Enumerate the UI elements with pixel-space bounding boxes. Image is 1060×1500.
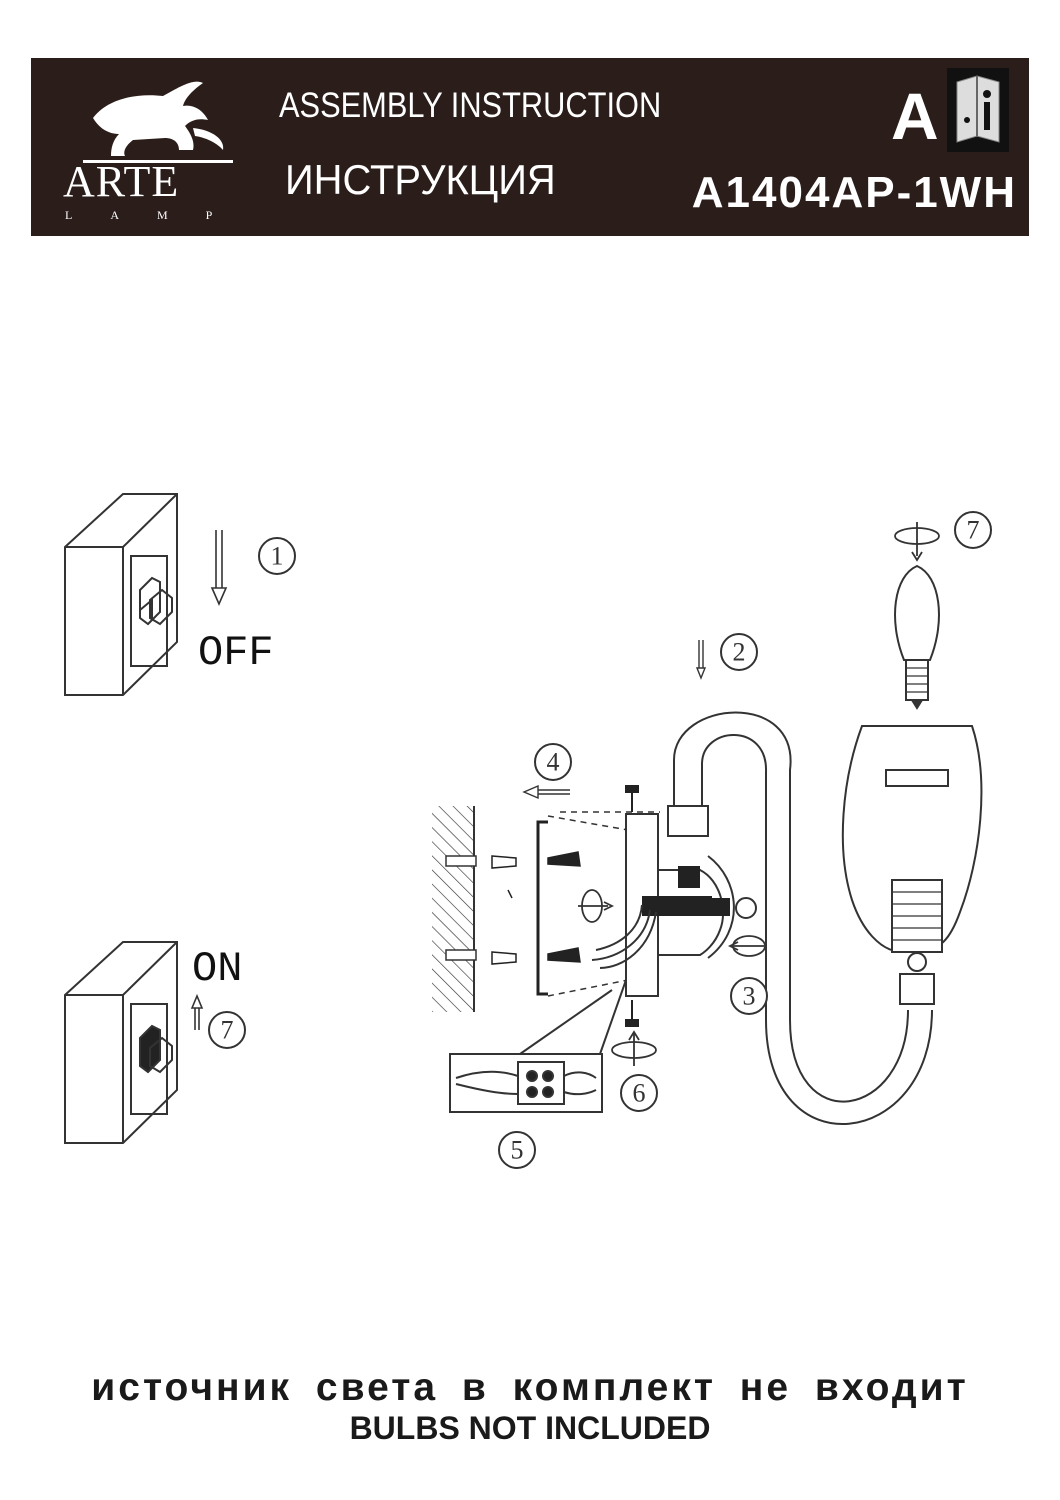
category-letter: A [891,79,939,153]
info-book-icon [947,68,1009,152]
title-english: ASSEMBLY INSTRUCTION [279,86,662,125]
wire-connectors [591,866,757,969]
arrow-left-icon [522,784,570,800]
title-russian: ИНСТРУКЦИЯ [285,156,556,203]
step-4-number: 4 [547,748,560,777]
griffin-logo-icon [83,81,233,163]
step-7-switch-number: 7 [221,1016,234,1045]
step-3-number: 3 [743,982,756,1011]
step-6-number: 6 [633,1079,646,1108]
bulb-icon [894,564,940,710]
footer-note-russian: источник света в комплект не входит [91,1366,969,1409]
dashed-guides [547,811,660,997]
switch-off-box [64,493,178,696]
step-7-bulb-number: 7 [967,516,980,545]
footer-note-english: BULBS NOT INCLUDED [349,1410,711,1446]
top-screw [625,785,639,812]
step-1-number: 1 [271,542,284,571]
bottom-screw [625,1000,639,1027]
model-number: A1404AP-1WH [691,168,1017,217]
lamp-shade [841,725,983,972]
step-5-number: 5 [511,1136,524,1165]
arrow-down-icon [210,530,228,606]
terminal-block-inset [449,979,627,1113]
dowels-and-screws [491,851,581,965]
arrow-up-icon [190,993,204,1030]
switch-on-label: ON [192,945,242,993]
brand-subtitle: LAMP [65,208,251,222]
brand-name: ARTE [63,157,180,206]
switch-off-label: OFF [198,629,274,677]
step-2-number: 2 [733,638,746,667]
step-markers [208,511,992,1169]
header-banner: ARTE LAMP ASSEMBLY INSTRUCTION ИНСТРУКЦИ… [31,58,1029,236]
mounting-bracket [536,820,548,996]
wall-section [432,806,477,1012]
arrow-down-small-icon [695,640,707,680]
lamp-arm [667,711,935,1125]
switch-on-box [64,941,178,1144]
